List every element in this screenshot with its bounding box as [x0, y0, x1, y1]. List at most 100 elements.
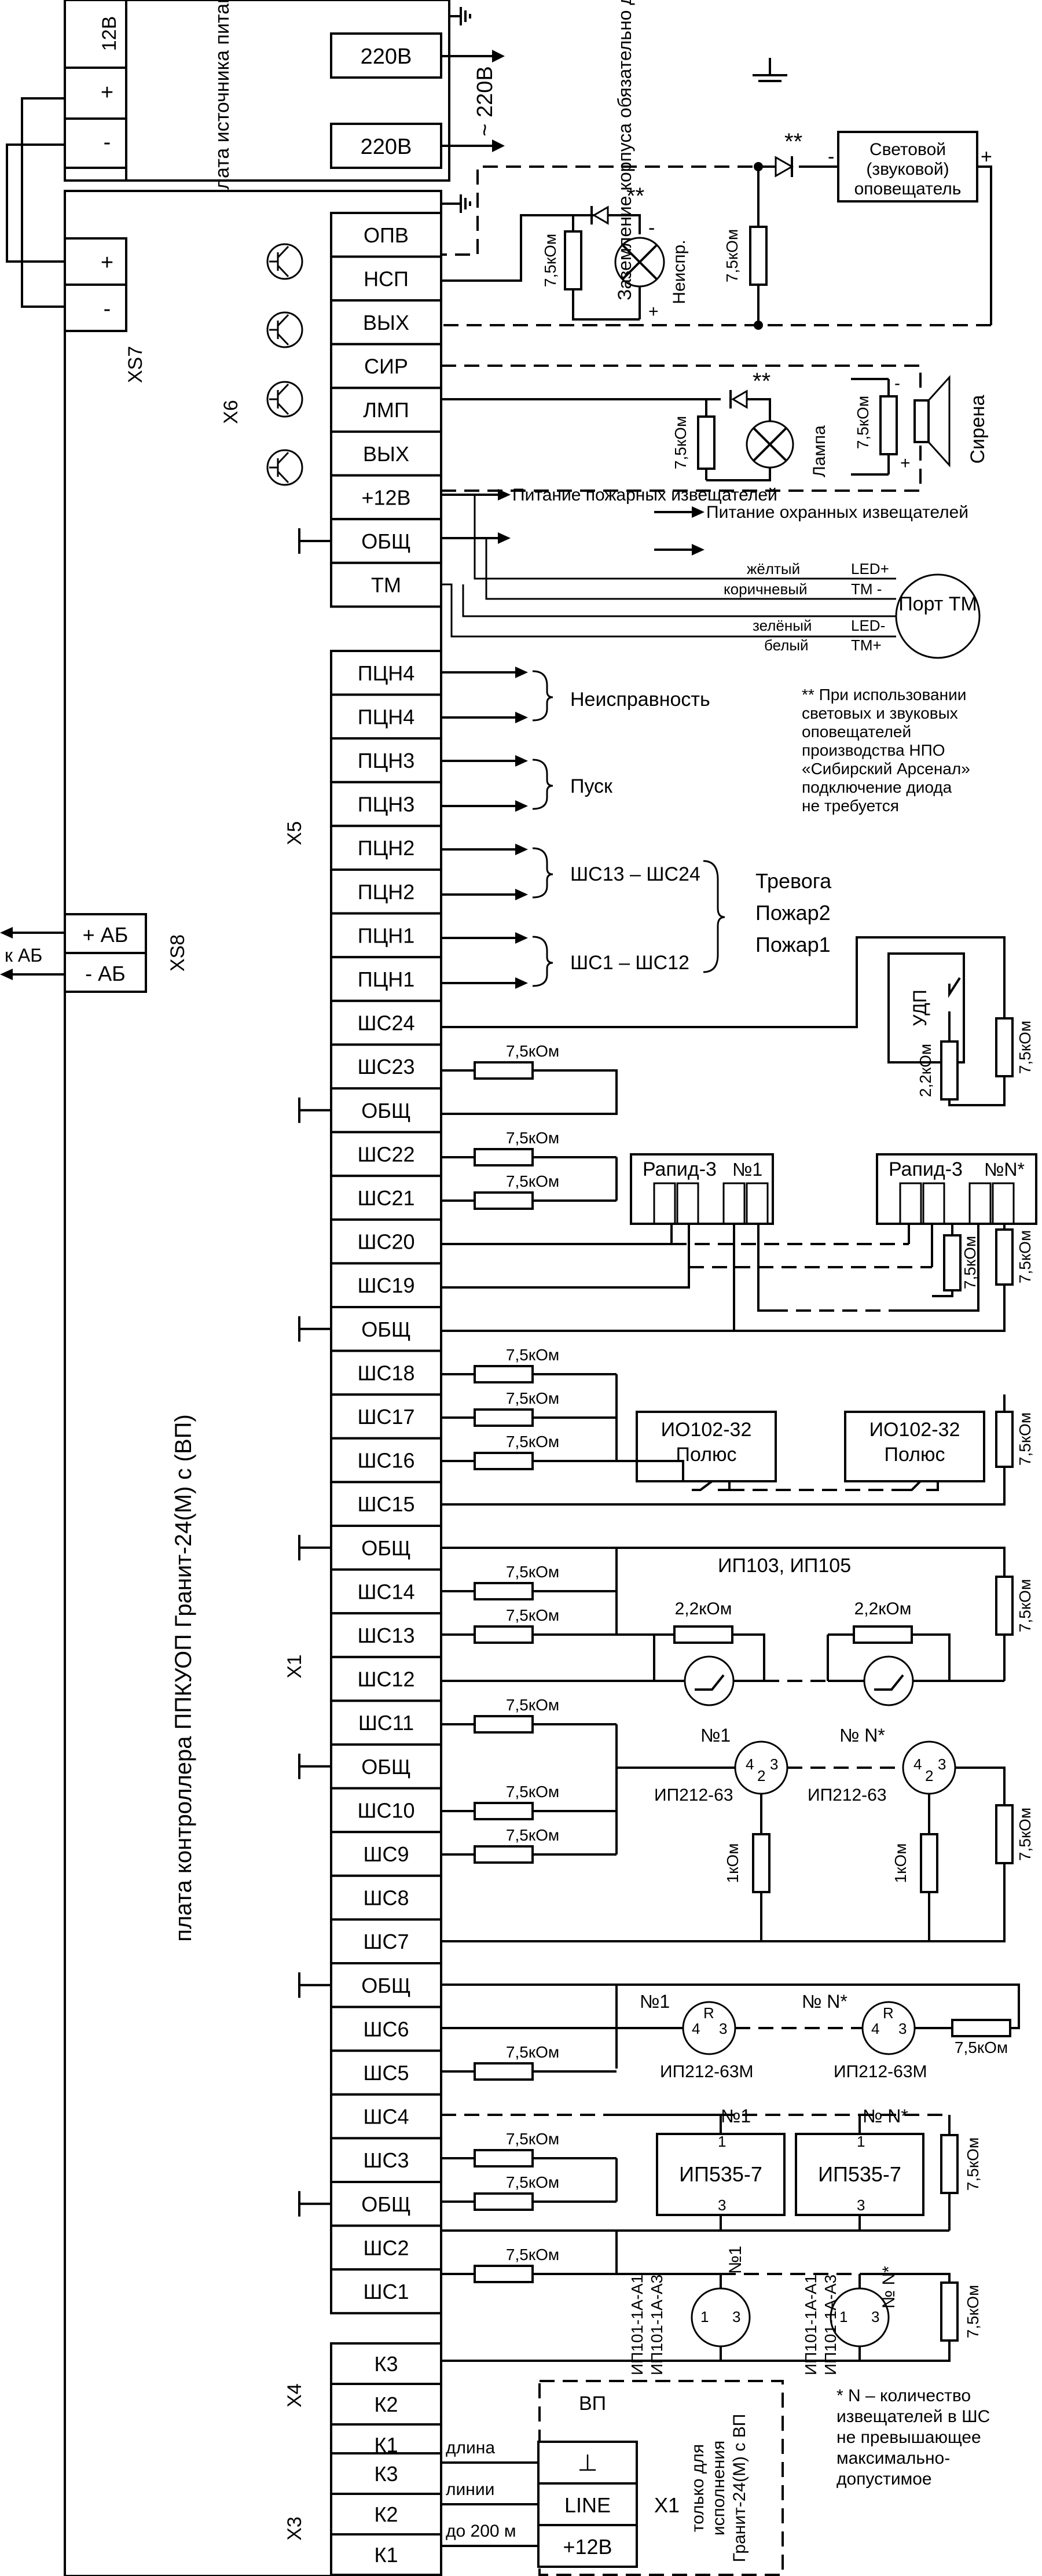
terminal-label: ШС2	[363, 2236, 409, 2259]
power-plus-label: +	[101, 80, 113, 105]
siren-icon	[913, 375, 951, 468]
led-minus-label: LED-	[851, 617, 885, 634]
resistor-label: 7,5кОм	[1016, 1412, 1034, 1466]
wire-white-label: белый	[764, 636, 809, 654]
resistor-label: 7,5кОм	[506, 1389, 559, 1407]
ip535-label: ИП535-7	[818, 2162, 901, 2186]
ip212-63m-label: ИП212-63М	[834, 2062, 927, 2081]
fire1-label: Пожар1	[755, 933, 831, 956]
terminal-label: ШС21	[357, 1186, 414, 1210]
terminal-box	[330, 781, 442, 827]
resistor-label: 7,5кОм	[961, 1236, 979, 1289]
device-number-label: №1	[700, 1725, 731, 1746]
terminal-label: ШС8	[363, 1886, 409, 1910]
tm-minus-label: TM -	[851, 580, 882, 598]
io102-label: ИО102-32	[869, 1419, 960, 1441]
ground-symbol-icon: ⊥	[578, 2450, 598, 2476]
terminal-label: ПЦН2	[358, 836, 415, 860]
svg-text:-: -	[894, 374, 900, 393]
terminal-label: ОБЩ	[361, 1755, 410, 1779]
fire-power-label: Питание пожарных извещателей	[512, 485, 777, 505]
light-notifier-label: Световой(звуковой)оповещатель	[854, 140, 962, 198]
terminal-label: ПЦН3	[358, 749, 415, 772]
transistor-icon	[266, 449, 303, 486]
resistor-label: 7,5кОм	[506, 1433, 559, 1451]
terminal-label: ШС5	[363, 2061, 409, 2085]
svg-text:+: +	[981, 146, 992, 168]
resistor-label: 7,5кОм	[506, 1563, 559, 1581]
alarm-label: Тревога	[755, 869, 832, 893]
terminal-label: ШС6	[363, 2017, 409, 2041]
resistor-label: 7,5кОм	[1016, 1230, 1034, 1283]
xs8-minus-ab: - АБ	[85, 962, 126, 985]
polus-label: Полюс	[885, 1444, 945, 1466]
terminal-box	[330, 474, 442, 521]
tm-port-label: Порт ТМ	[898, 593, 977, 615]
ip212-63-label: ИП212-63	[808, 1786, 887, 1805]
resistor-label: 2,2кОм	[675, 1599, 732, 1618]
ip212-63-label: ИП212-63	[654, 1786, 733, 1805]
pin-label: 3	[871, 2308, 879, 2325]
plus12-label: +12В	[563, 2535, 612, 2559]
xs8-plus-ab: + АБ	[83, 923, 129, 947]
diode-note: ** При использовании световых и звуковых…	[802, 686, 975, 815]
resistor-label: 7,5кОм	[506, 1172, 559, 1190]
terminal-box	[330, 212, 442, 258]
terminal-box	[330, 1175, 442, 1221]
terminal-box	[330, 1743, 442, 1790]
terminal-label: К3	[375, 2352, 398, 2376]
tm-plus-label: TM+	[851, 636, 882, 654]
terminal-label: ШС22	[357, 1142, 414, 1166]
svg-text:+: +	[648, 302, 659, 321]
fire2-label: Пожар2	[755, 901, 831, 925]
terminal-label: +12В	[361, 485, 410, 509]
resistor-label: 7,5кОм	[506, 1783, 559, 1801]
terminal-box	[330, 2137, 442, 2183]
power-supply-board: 12В + - плата источника питания 220В 220…	[64, 0, 505, 200]
pin-label: R	[883, 2004, 894, 2022]
resistor-label: 7,5кОм	[506, 2043, 559, 2061]
terminal-label: ОБЩ	[361, 1099, 410, 1123]
ground-tick-icon	[298, 1316, 331, 1342]
terminal-box	[330, 1874, 442, 1921]
terminal-box	[330, 2268, 442, 2314]
terminal-box	[330, 912, 442, 959]
lamp-label: Лампа	[810, 425, 829, 477]
resistor-label: 7,5кОм	[955, 2038, 1008, 2056]
terminal-box	[330, 2342, 442, 2385]
pin-label: 3	[898, 2020, 907, 2037]
terminal-column: ОПВНСПВЫХСИРЛМПВЫХ+12ВОБЩТМПЦН4ПЦН4ПЦН3П…	[298, 212, 442, 2576]
lamp-icon	[746, 420, 794, 469]
terminal-box	[330, 1918, 442, 1964]
x3-label: X3	[284, 2516, 306, 2541]
fault-output-label: Неисправность	[570, 689, 710, 711]
terminal-label: ВЫХ	[363, 311, 409, 334]
ip212-63m-label: ИП212-63М	[660, 2062, 754, 2081]
terminal-label: ШС13	[357, 1624, 414, 1647]
line-label: LINE	[564, 2493, 611, 2517]
x5-label: X5	[284, 821, 306, 845]
resistor-label: 7,5кОм	[506, 1826, 559, 1844]
polus-label: Полюс	[676, 1444, 737, 1466]
pin-label: 4	[871, 2020, 879, 2037]
terminal-label: ОБЩ	[361, 1536, 410, 1560]
pin-label: 4	[746, 1756, 754, 1773]
ground-tick-icon	[298, 528, 331, 554]
resistor-label: 2,2кОм	[916, 1044, 934, 1097]
terminal-label: ПЦН4	[358, 661, 415, 685]
terminal-label: ШС20	[357, 1230, 414, 1254]
transistor-icon	[266, 381, 303, 418]
terminal-box	[330, 2493, 442, 2535]
terminal-label: ЛМП	[363, 398, 409, 422]
transistor-icon	[266, 243, 303, 280]
resistor-label: 7,5кОм	[506, 1696, 559, 1714]
terminal-label: К2	[375, 2393, 398, 2416]
xs7-label: XS7	[124, 346, 146, 383]
terminal-label: ШС23	[357, 1055, 414, 1079]
terminal-label: ШС19	[357, 1274, 414, 1297]
resistor-label: 1кОм	[891, 1843, 909, 1883]
resistor-label: 2,2кОм	[854, 1599, 912, 1618]
terminal-label: К2	[375, 2503, 398, 2526]
terminal-box	[330, 343, 442, 389]
